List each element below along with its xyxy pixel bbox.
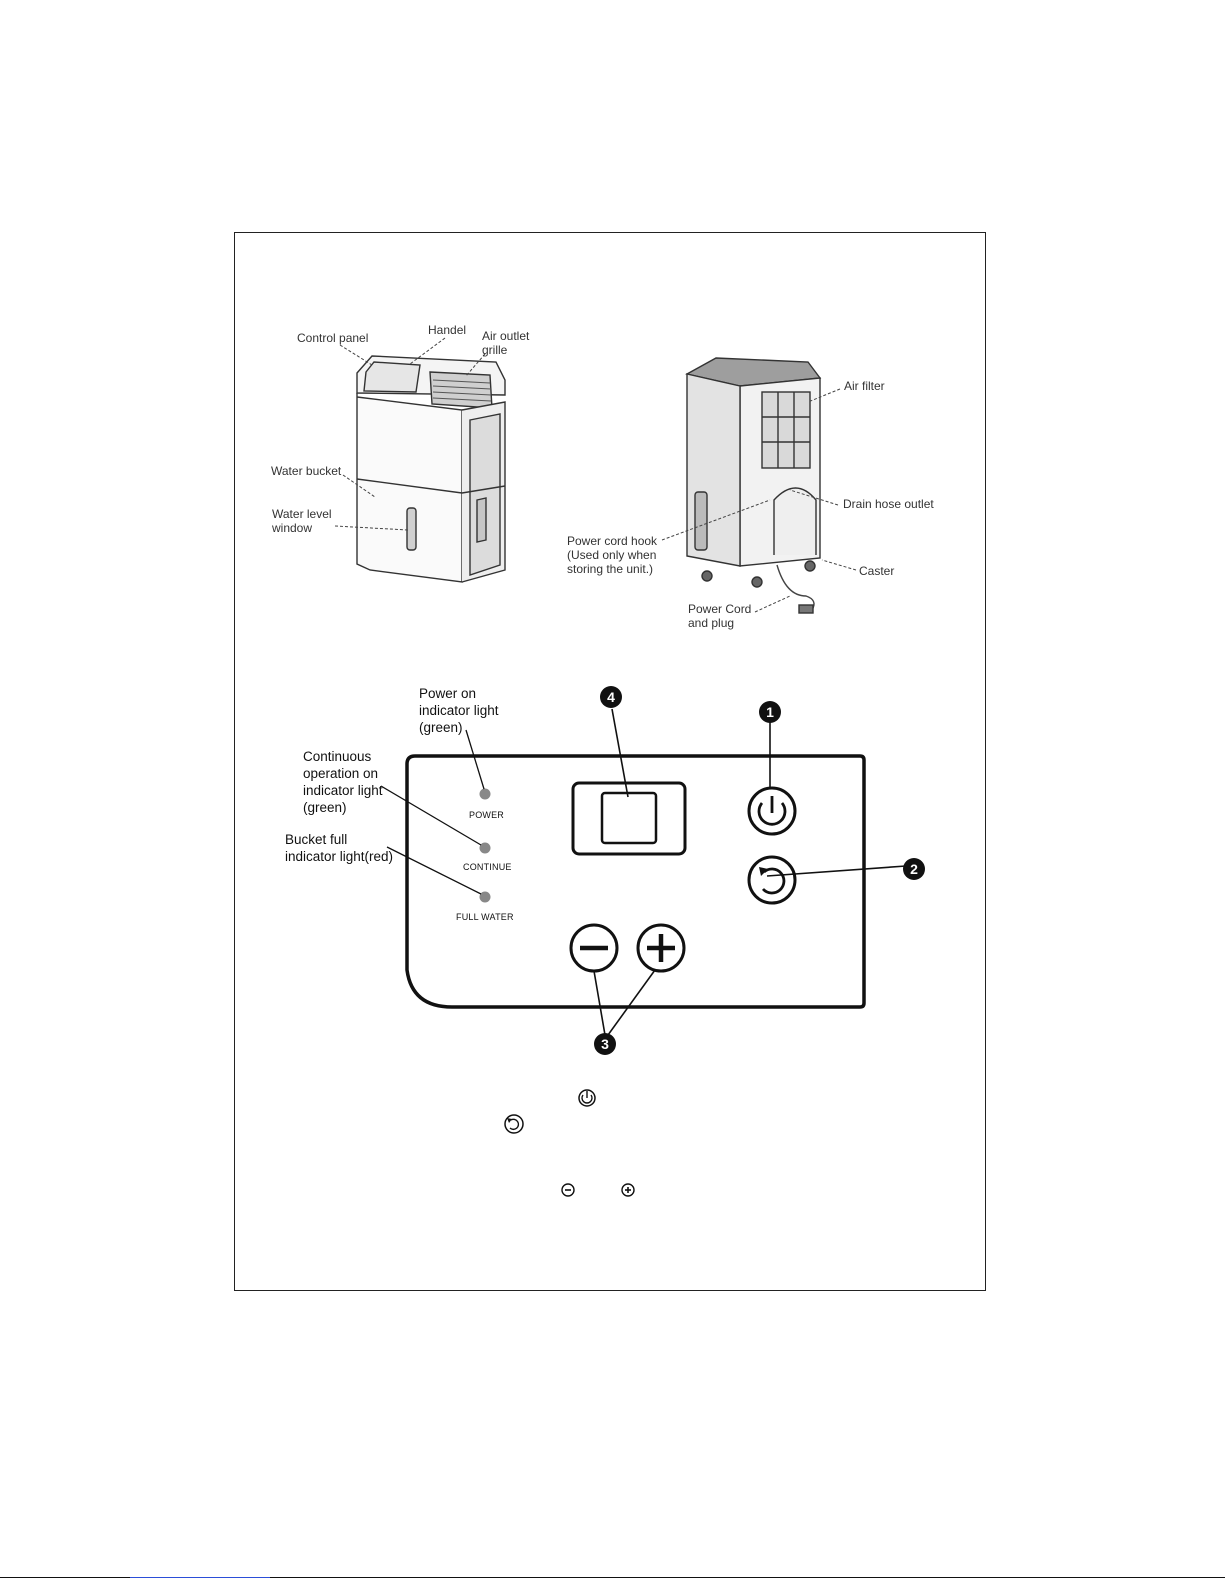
inline-continue-icon — [504, 1114, 524, 1134]
panel-text-continue: CONTINUE — [463, 862, 512, 872]
continue-button-icon[interactable] — [747, 855, 797, 905]
label-water-level-2: window — [272, 521, 313, 535]
label-power-light-3: (green) — [419, 720, 463, 735]
label-air-outlet-2: grille — [482, 343, 508, 357]
label-air-filter: Air filter — [844, 379, 885, 393]
label-cord-hook-3: storing the unit.) — [567, 562, 654, 576]
label-water-level-1: Water level — [272, 507, 332, 521]
footer-rule — [0, 1577, 1225, 1578]
inline-plus-icon — [621, 1183, 635, 1197]
full-water-indicator-light — [479, 891, 491, 903]
label-power-cord-2: and plug — [688, 616, 735, 630]
label-power-light-1: Power on — [419, 686, 477, 701]
inline-minus-icon — [561, 1183, 575, 1197]
plus-button-icon[interactable] — [636, 923, 686, 973]
badge-2: 2 — [903, 858, 925, 880]
label-bucket-full-1: Bucket full — [285, 832, 348, 847]
power-indicator-light — [479, 788, 491, 800]
panel-text-power: POWER — [469, 810, 505, 820]
label-cord-hook-1: Power cord hook — [567, 534, 658, 548]
badge-4: 4 — [600, 686, 622, 708]
minus-button-icon[interactable] — [569, 923, 619, 973]
label-power-light-2: indicator light — [419, 703, 499, 718]
front-unit-drawing — [356, 355, 506, 583]
label-water-bucket: Water bucket — [271, 464, 342, 478]
badge-1: 1 — [759, 701, 781, 723]
label-cord-hook-2: (Used only when — [567, 548, 657, 562]
display-window — [571, 781, 687, 856]
label-continuous-4: (green) — [303, 800, 347, 815]
label-control-panel: Control panel — [297, 331, 369, 345]
badge-3: 3 — [594, 1033, 616, 1055]
rear-leader-lines — [661, 388, 857, 613]
front-leader-lines — [334, 337, 486, 531]
display-screen — [600, 791, 658, 845]
inline-power-icon — [578, 1089, 596, 1107]
footer-link-underline[interactable] — [130, 1577, 270, 1578]
label-bucket-full-2: indicator light(red) — [285, 849, 394, 864]
label-continuous-2: operation on — [303, 766, 379, 781]
label-drain-hose: Drain hose outlet — [843, 497, 934, 511]
label-air-outlet-1: Air outlet — [482, 329, 530, 343]
label-caster: Caster — [859, 564, 895, 578]
label-handel: Handel — [428, 323, 467, 337]
control-panel-outline — [405, 754, 866, 1009]
rear-unit-drawing — [685, 357, 822, 614]
label-continuous-1: Continuous — [303, 749, 372, 764]
continue-indicator-light — [479, 842, 491, 854]
panel-text-full-water: FULL WATER — [456, 912, 514, 922]
label-power-cord-1: Power Cord — [688, 602, 752, 616]
label-continuous-3: indicator light — [303, 783, 383, 798]
power-button-icon[interactable] — [747, 786, 797, 836]
content-frame — [234, 232, 986, 1291]
